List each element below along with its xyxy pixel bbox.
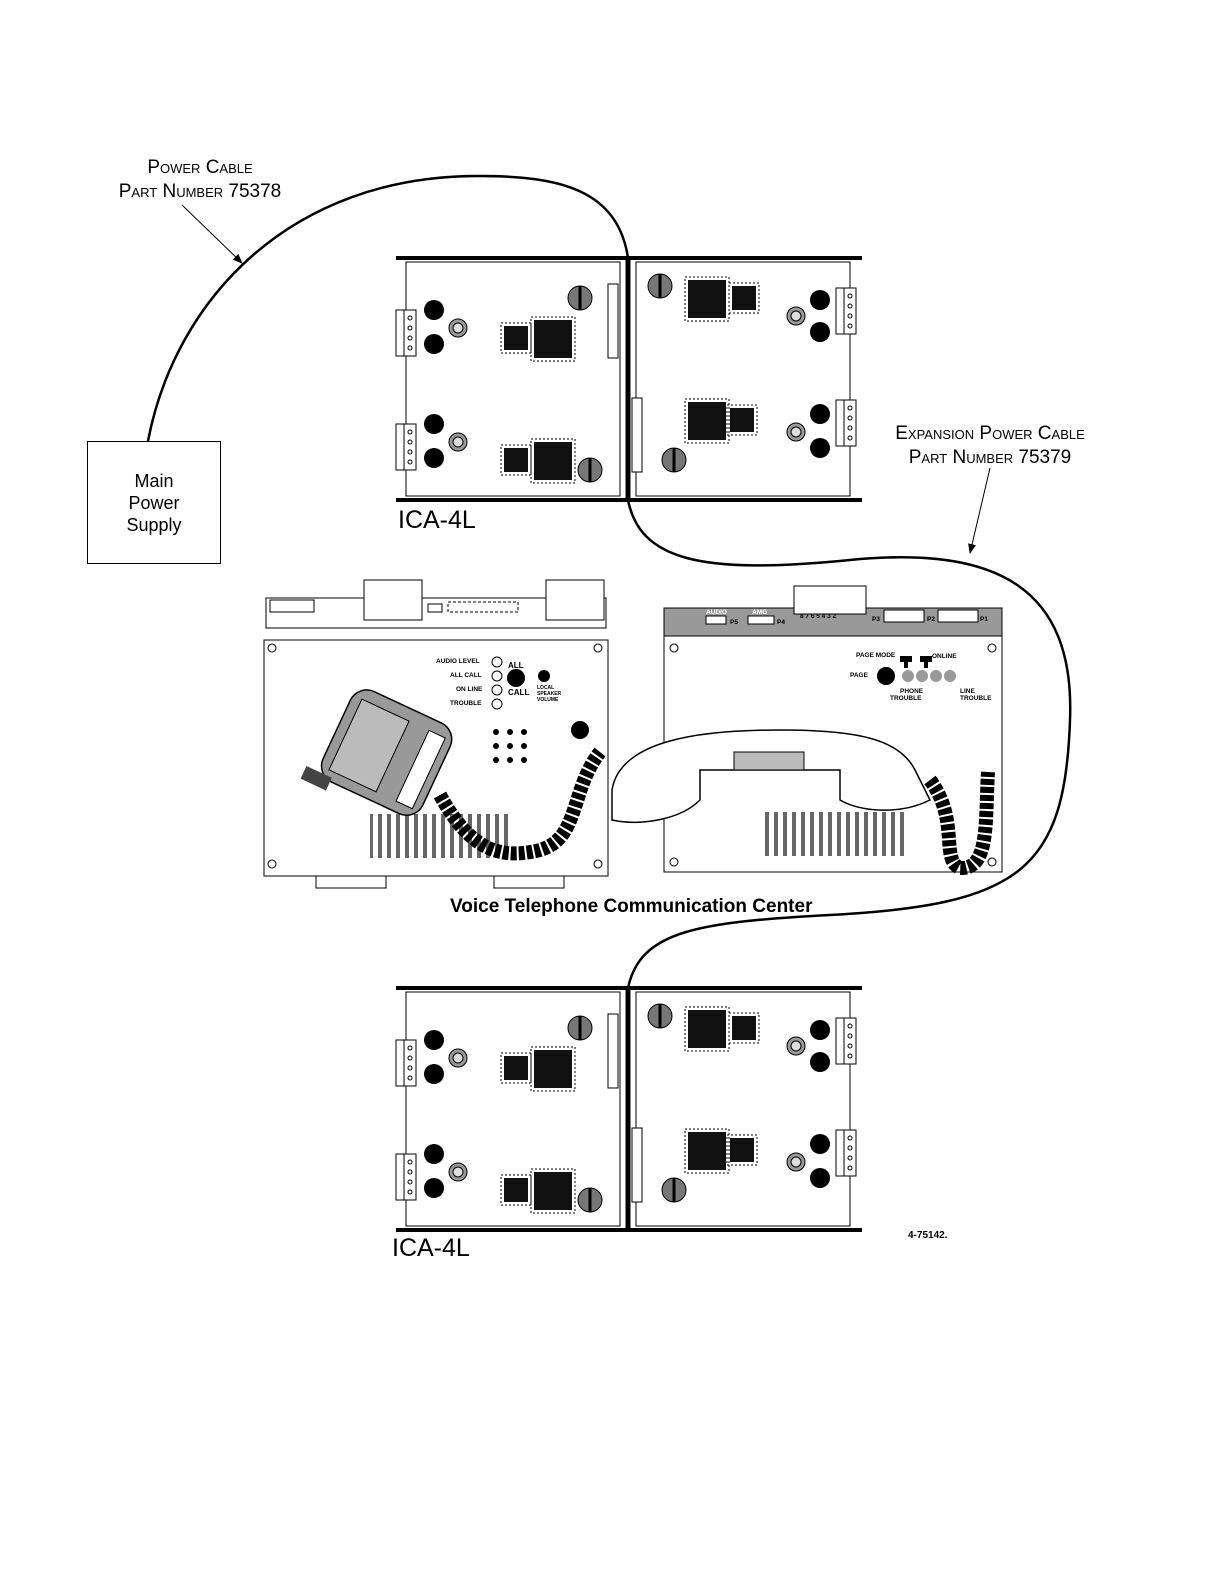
online-label: ONLINE: [932, 653, 957, 660]
line-trouble-label-1: LINE: [960, 688, 975, 695]
ica-4l-bottom-enclosure: [396, 988, 862, 1230]
p2-label: P2: [927, 616, 935, 623]
volume-label-3: VOLUME: [537, 697, 559, 703]
phone-trouble-label-1: PHONE: [900, 688, 924, 695]
power-cable: [146, 174, 630, 442]
power-cable-label-line1: Power Cable: [147, 157, 253, 178]
volume-label-1: LOCAL: [537, 685, 555, 691]
power-cable-label-line2: Part Number 75378: [118, 181, 282, 202]
main-power-supply-label-2: Power: [128, 493, 180, 513]
microphone-module: [263, 579, 609, 889]
main-power-supply-label-1: Main: [134, 471, 174, 491]
telephone-module: [611, 585, 1003, 875]
ica-bottom-label: ICA-4L: [392, 1234, 470, 1262]
p3-label: P3: [872, 616, 880, 623]
main-power-supply-box: Main Power Supply: [87, 441, 221, 564]
audio-label: AUDIO: [706, 609, 727, 616]
indicator-all-call: ALL CALL: [450, 672, 482, 679]
expansion-power-cable: [626, 499, 1072, 989]
ica-4l-top-enclosure: [396, 258, 862, 500]
page-mode-label: PAGE MODE: [856, 652, 896, 659]
p5-label: P5: [730, 619, 738, 626]
page-label: PAGE: [850, 672, 868, 679]
power-cable-label: Power Cable Part Number 75378: [112, 156, 288, 204]
p1-label: P1: [980, 616, 988, 623]
figure-number: 4-75142.: [908, 1230, 948, 1241]
all-call-button-label-2: CALL: [508, 688, 530, 697]
main-power-supply-label-3: Supply: [126, 515, 182, 535]
p4-label: P4: [777, 619, 785, 626]
volume-label-2: SPEAKER: [537, 691, 562, 697]
expansion-cable-pointer: [968, 467, 991, 554]
expansion-cable-label-line1: Expansion Power Cable: [895, 423, 1085, 444]
ica-top-label: ICA-4L: [398, 506, 476, 534]
phone-trouble-label-2: TROUBLE: [890, 695, 922, 702]
indicator-trouble: TROUBLE: [450, 700, 482, 707]
expansion-cable-label: Expansion Power Cable Part Number 75379: [884, 422, 1096, 470]
amg-label: AMG: [752, 609, 768, 616]
indicator-audio-level: AUDIO LEVEL: [436, 658, 480, 665]
indicator-on-line: ON LINE: [456, 686, 483, 693]
vtcc-title: Voice Telephone Communication Center: [450, 896, 813, 917]
power-cable-pointer: [181, 204, 243, 264]
expansion-cable-label-line2: Part Number 75379: [908, 447, 1072, 468]
terminal-numbers: 8 7 6 5 4 3 2: [800, 613, 837, 620]
line-trouble-label-2: TROUBLE: [960, 695, 992, 702]
all-call-button-label-1: ALL: [508, 661, 524, 670]
